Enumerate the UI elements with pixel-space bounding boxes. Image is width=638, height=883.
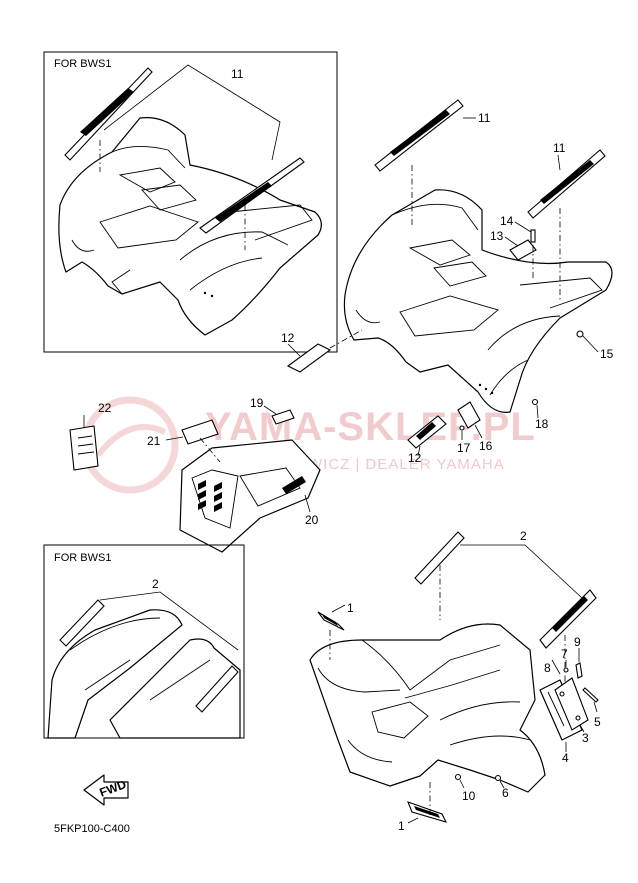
callout-1b: 1 xyxy=(398,819,405,833)
callout-1a: 1 xyxy=(347,601,354,615)
top-variant-box: FOR BWS1 11 xyxy=(43,51,338,353)
rear-fender-assembly: 11 11 13 14 12 15 18 16 17 xyxy=(281,99,614,465)
part-9-bolt xyxy=(575,662,583,679)
part-5-screw xyxy=(582,687,599,703)
callout-bottom-box-2: 2 xyxy=(152,577,159,591)
callout-18: 18 xyxy=(535,417,549,431)
watermark: YAMA-SKLEP.PL WICZ | DEALER YAMAHA xyxy=(81,396,536,494)
callout-3: 3 xyxy=(582,731,589,745)
part-16 xyxy=(457,401,481,429)
lower-stripe-left xyxy=(414,531,465,585)
bottom-box-stripe-right xyxy=(195,665,239,713)
part-17 xyxy=(459,425,465,431)
part-12a xyxy=(286,343,332,373)
callout-lower-2: 2 xyxy=(520,529,527,543)
callout-12a: 12 xyxy=(281,331,295,345)
callout-20: 20 xyxy=(305,513,319,527)
top-box-label: FOR BWS1 xyxy=(54,58,111,70)
callout-15: 15 xyxy=(600,347,614,361)
part-19 xyxy=(271,409,295,425)
watermark-subtitle: WICZ | DEALER YAMAHA xyxy=(308,456,505,473)
callout-19: 19 xyxy=(250,396,264,410)
part-10 xyxy=(454,773,462,781)
front-fender xyxy=(309,623,546,793)
bottom-box-label: FOR BWS1 xyxy=(54,552,111,564)
bottom-box-stripe-left xyxy=(59,599,105,647)
part-21 xyxy=(181,419,219,445)
callout-17: 17 xyxy=(457,441,471,455)
diagram-code: 5FKP100-C400 xyxy=(54,823,130,835)
top-box-fender xyxy=(58,117,322,336)
callout-9: 9 xyxy=(574,635,581,649)
callout-11b: 11 xyxy=(553,141,566,155)
fwd-arrow-icon xyxy=(83,774,129,806)
rear-fender xyxy=(343,189,613,413)
callout-13: 13 xyxy=(490,229,504,243)
callout-22: 22 xyxy=(98,401,112,415)
callout-11a: 11 xyxy=(478,111,491,125)
callout-7: 7 xyxy=(561,647,568,661)
part-15-clip xyxy=(576,330,584,338)
callout-top-box-11: 11 xyxy=(231,67,244,81)
callout-10: 10 xyxy=(462,789,476,803)
part-18-rivet xyxy=(531,398,539,406)
watermark-brand: YAMA-SKLEP.PL xyxy=(205,405,536,449)
bottom-box-fender-right xyxy=(109,638,241,739)
part-14-screw xyxy=(530,229,536,243)
callout-12b: 12 xyxy=(408,451,422,465)
callout-8: 8 xyxy=(544,661,551,675)
part-6 xyxy=(494,774,502,782)
callout-14: 14 xyxy=(500,214,514,228)
fwd-indicator: FWD xyxy=(83,774,129,806)
part-22-label xyxy=(69,425,99,471)
callout-5: 5 xyxy=(594,715,601,729)
middle-parts: 22 19 21 20 xyxy=(69,396,321,553)
bottom-variant-box: FOR BWS1 2 xyxy=(43,544,245,739)
callout-16: 16 xyxy=(479,439,493,453)
callout-21: 21 xyxy=(147,434,161,448)
callout-4: 4 xyxy=(562,751,569,765)
part-13 xyxy=(509,239,537,261)
part-7 xyxy=(563,667,569,673)
callout-6: 6 xyxy=(502,786,509,800)
front-fender-assembly: 2 4 3 5 8 7 9 1 xyxy=(309,529,601,833)
